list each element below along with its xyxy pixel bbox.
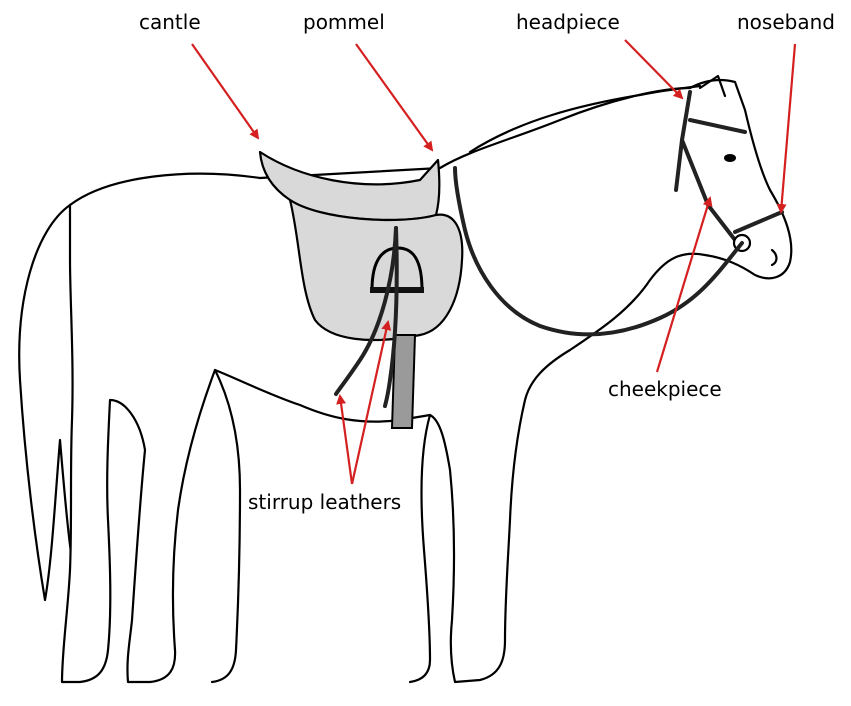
saddle-flap bbox=[290, 200, 462, 340]
horse-eye bbox=[724, 154, 736, 162]
label-cheekpiece: cheekpiece bbox=[608, 377, 722, 401]
front-leg-inner bbox=[410, 415, 430, 682]
label-pommel: pommel bbox=[303, 10, 385, 34]
pointer-cantle bbox=[192, 44, 258, 138]
pointer-noseband bbox=[781, 44, 795, 212]
pointer-headpiece bbox=[625, 40, 682, 98]
pointer-pommel bbox=[356, 44, 432, 150]
label-cantle: cantle bbox=[139, 10, 201, 34]
rear-leg-inner bbox=[212, 370, 240, 682]
label-stirrup-leathers: stirrup leathers bbox=[248, 490, 401, 514]
label-noseband: noseband bbox=[737, 10, 835, 34]
label-headpiece: headpiece bbox=[516, 10, 620, 34]
